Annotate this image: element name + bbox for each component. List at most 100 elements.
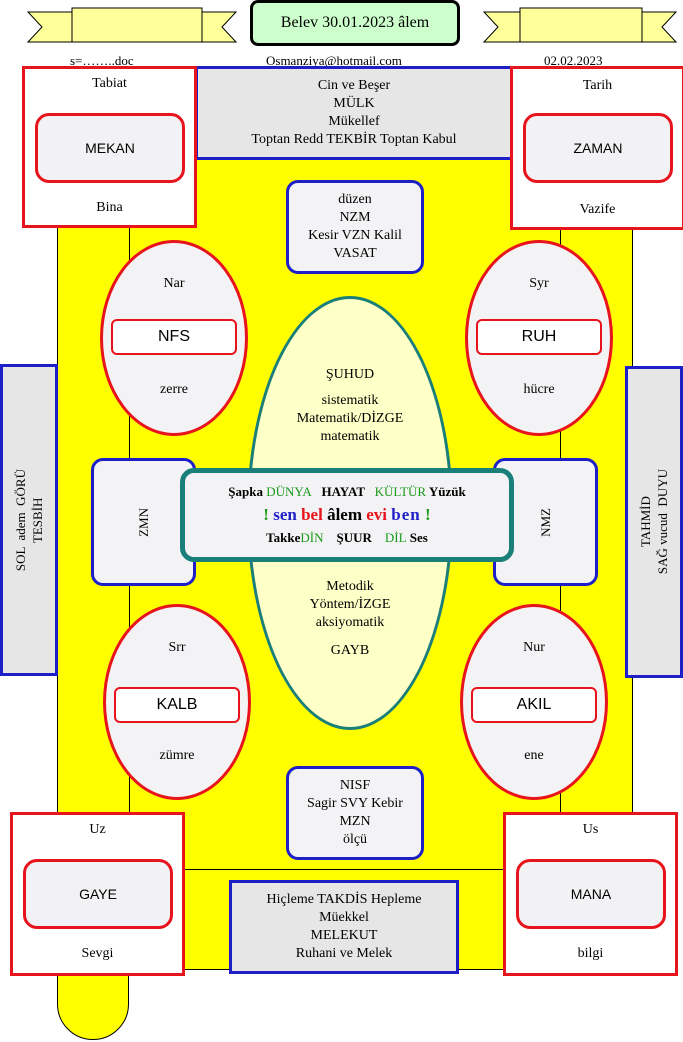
top-center-line: Mükellef [328,114,380,129]
left-side-panel: SOL adem GÖRÜ TESBİH [0,364,58,676]
oval-line: Metodik [326,579,374,594]
center-box: Şapka DÜNYA HAYAT KÜLTÜR Yüzük ! sen bel… [180,468,514,562]
word-kultur: KÜLTÜR [374,484,427,499]
corner-bottom: Vazife [579,202,616,217]
ellipse-bottom: zümre [159,748,195,763]
corner-top: Tarih [582,78,613,93]
word-bel: bel [301,505,323,524]
top-center-box: Cin ve Beşer MÜLK Mükellef Toptan Redd T… [195,66,513,160]
lower-box-line: MZN [339,814,371,829]
word-suur: ŞUUR [336,530,372,545]
upper-box-line: Kesir VZN Kalil [308,228,402,243]
lower-box-line: ölçü [342,832,368,847]
word-takke: Takke [266,530,301,545]
ellipse-kalb: Srr KALB zümre [103,604,251,800]
ellipse-top: Syr [529,276,549,291]
oval-line: ŞUHUD [325,367,375,382]
right-panel-line: TAHMİD [638,496,653,548]
side-label-zmn: ZMN [136,507,151,537]
bottom-center-line: Ruhani ve Melek [295,946,393,961]
ellipse-center-nfs: NFS [111,319,237,355]
ellipse-center-akil: AKIL [471,687,597,723]
corner-bottom: bilgi [577,946,604,961]
ellipse-ruh: Syr RUH hücre [465,240,613,436]
upper-box-line: düzen [338,192,372,207]
corner-box-gaye: Uz GAYE Sevgi [10,812,185,976]
ellipse-center-ruh: RUH [476,319,602,355]
word-sen: sen [273,505,297,524]
ellipse-center-kalb: KALB [114,687,240,723]
corner-box-zaman: Tarih ZAMAN Vazife [510,66,683,230]
bottom-center-line: Hiçleme TAKDİS Hepleme [266,892,422,907]
word-excl-left: ! [263,505,269,524]
upper-box: düzen NZM Kesir VZN Kalil VASAT [286,180,424,274]
oval-line: Yöntem/İZGE [309,597,391,612]
corner-top: Tabiat [92,76,127,91]
right-ribbon [519,7,643,43]
ellipse-nfs: Nar NFS zerre [100,240,248,436]
ellipse-top: Nur [523,640,545,655]
corner-top: Us [582,822,599,837]
oval-line: GAYB [330,643,370,658]
title-box: Belev 30.01.2023 âlem [250,0,460,46]
center-row-1: Şapka DÜNYA HAYAT KÜLTÜR Yüzük [228,483,466,501]
word-evi: evi [366,505,388,524]
right-panel-text: TAHMİD SAĞ vucud DUYU [637,469,671,574]
bottom-center-line: Müekkel [319,910,369,925]
word-dunya: DÜNYA [266,484,312,499]
oval-line: Matematik/DİZGE [296,411,404,426]
ellipse-bottom: ene [524,748,544,763]
top-center-line: Cin ve Beşer [317,78,391,93]
left-panel-line: SOL adem GÖRÜ [13,468,28,572]
ellipse-top: Nar [163,276,185,291]
left-panel-line: TESBİH [30,497,45,543]
ellipse-top: Srr [168,640,186,655]
bottom-center-line: MELEKUT [310,928,378,943]
corner-top: Uz [89,822,106,837]
top-center-line: Toptan Redd TEKBİR Toptan Kabul [251,132,457,147]
word-excl-right: ! [425,505,431,524]
corner-center-gaye: GAYE [23,859,173,929]
corner-bottom: Bina [96,200,123,215]
lower-box-line: NISF [339,778,371,793]
file-name: s=……..doc [70,53,134,68]
oval-line: aksiyomatik [315,615,385,630]
bottom-center-box: Hiçleme TAKDİS Hepleme Müekkel MELEKUT R… [229,880,459,974]
left-ribbon-tip [201,11,238,43]
oval-line: sistematik [321,393,379,408]
center-row-2: ! sen bel âlem evi ben ! [263,503,430,527]
lower-box: NISF Sagir SVY Kebir MZN ölçü [286,766,424,860]
oval-line: matematik [320,429,380,444]
center-row-3: TakkeDİN ŞUUR DİL Ses [266,529,428,547]
date: 02.02.2023 [544,53,603,68]
word-din: DİN [300,530,324,545]
oval-bottom-text: Metodik Yöntem/İZGE aksiyomatik GAYB [250,578,450,660]
page-title: Belev 30.01.2023 âlem [280,14,430,31]
word-dil: DİL [384,530,407,545]
left-ribbon [71,7,203,43]
ellipse-bottom: zerre [160,382,188,397]
right-side-panel: TAHMİD SAĞ vucud DUYU [625,366,683,678]
word-ses: Ses [409,530,428,545]
email: Osmanziya@hotmail.com [266,53,402,68]
ellipse-bottom: hücre [523,382,555,397]
word-alem: âlem [327,505,363,524]
word-yuzuk: Yüzük [428,484,466,499]
top-center-line: MÜLK [333,96,375,111]
header-ribbons [26,7,678,43]
right-ribbon-tail [482,11,521,43]
right-panel-line: SAĞ vucud DUYU [655,469,670,575]
corner-center-zaman: ZAMAN [523,113,673,183]
left-ribbon-tail [26,11,73,43]
word-sapka: Şapka [228,484,263,499]
oval-top-text: ŞUHUD sistematik Matematik/DİZGE matemat… [250,366,450,446]
corner-box-mana: Us MANA bilgi [503,812,678,976]
lower-box-line: Sagir SVY Kebir [307,796,403,811]
ellipse-akil: Nur AKIL ene [460,604,608,800]
right-ribbon-tip [641,11,678,43]
upper-box-line: VASAT [333,246,377,261]
corner-box-mekan: Tabiat MEKAN Bina [22,66,197,228]
upper-box-line: NZM [339,210,371,225]
word-ben: ben [391,505,421,524]
corner-center-mana: MANA [516,859,666,929]
